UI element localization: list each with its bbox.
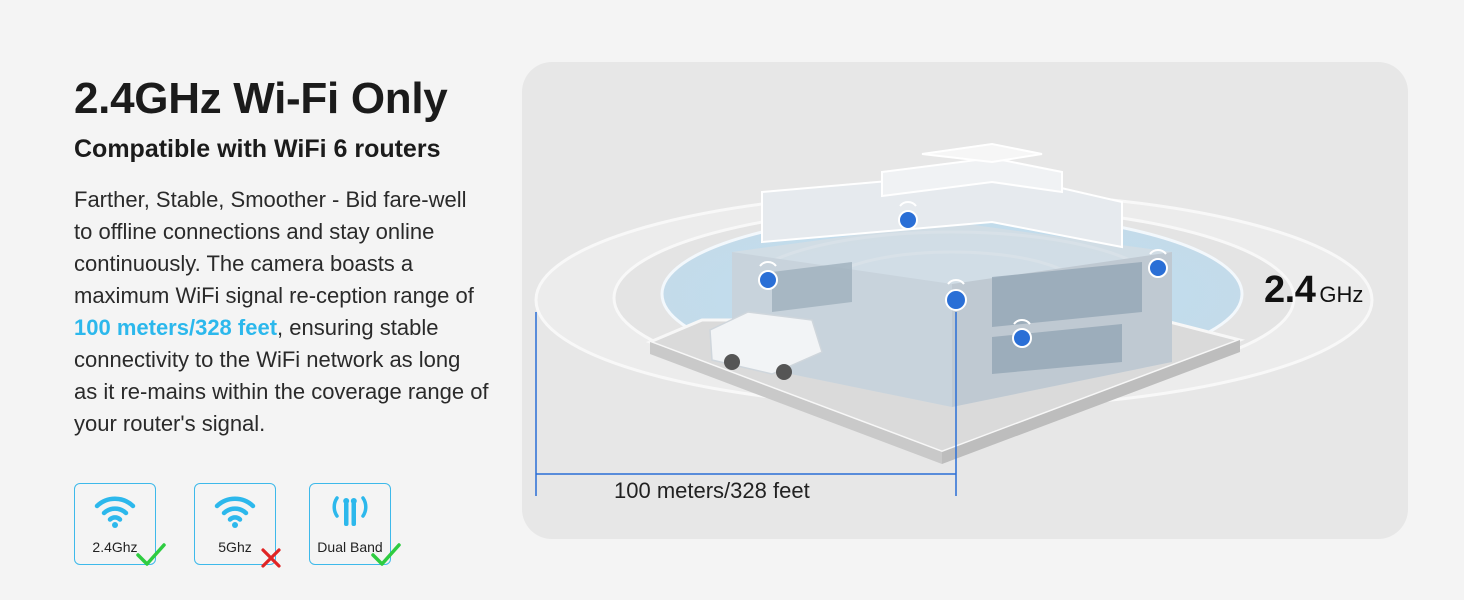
band-badges: 2.4Ghz 5Ghz [74, 483, 404, 573]
house [709, 142, 1172, 407]
badge-2-4ghz: 2.4Ghz [74, 483, 166, 566]
description-text: Farther, Stable, Smoother - Bid fare-wel… [74, 184, 489, 440]
badge-label: 2.4Ghz [92, 539, 138, 555]
range-label: 100 meters/328 feet [614, 478, 810, 503]
house-coverage-diagram [534, 142, 1374, 496]
badge-5ghz: 5Ghz [194, 483, 281, 568]
badge-label: 5Ghz [218, 539, 252, 555]
frequency-value: 2.4 [1264, 269, 1316, 311]
frequency-unit: GHz [1319, 282, 1364, 307]
description-part-2: , ensuring stable connectivity to the Wi… [74, 315, 489, 436]
antenna-icon [310, 494, 390, 528]
camera-marker [1148, 249, 1168, 278]
description-part-1: Farther, Stable, Smoother - Bid fare-wel… [74, 187, 474, 308]
router-marker [945, 279, 967, 311]
page-title: 2.4GHz Wi-Fi Only [74, 74, 448, 123]
cross-icon [261, 548, 281, 568]
badge-dual-band: Dual Band [309, 483, 401, 566]
range-highlight: 100 meters/328 feet [74, 315, 278, 340]
wifi-icon [195, 494, 275, 528]
wifi-icon [75, 494, 155, 528]
camera-marker [758, 261, 778, 290]
camera-marker [1012, 319, 1032, 348]
checkmark-icon [371, 543, 401, 566]
checkmark-icon [136, 543, 166, 566]
page-subtitle: Compatible with WiFi 6 routers [74, 135, 441, 163]
camera-marker [898, 201, 918, 230]
badge-label: Dual Band [317, 539, 383, 555]
